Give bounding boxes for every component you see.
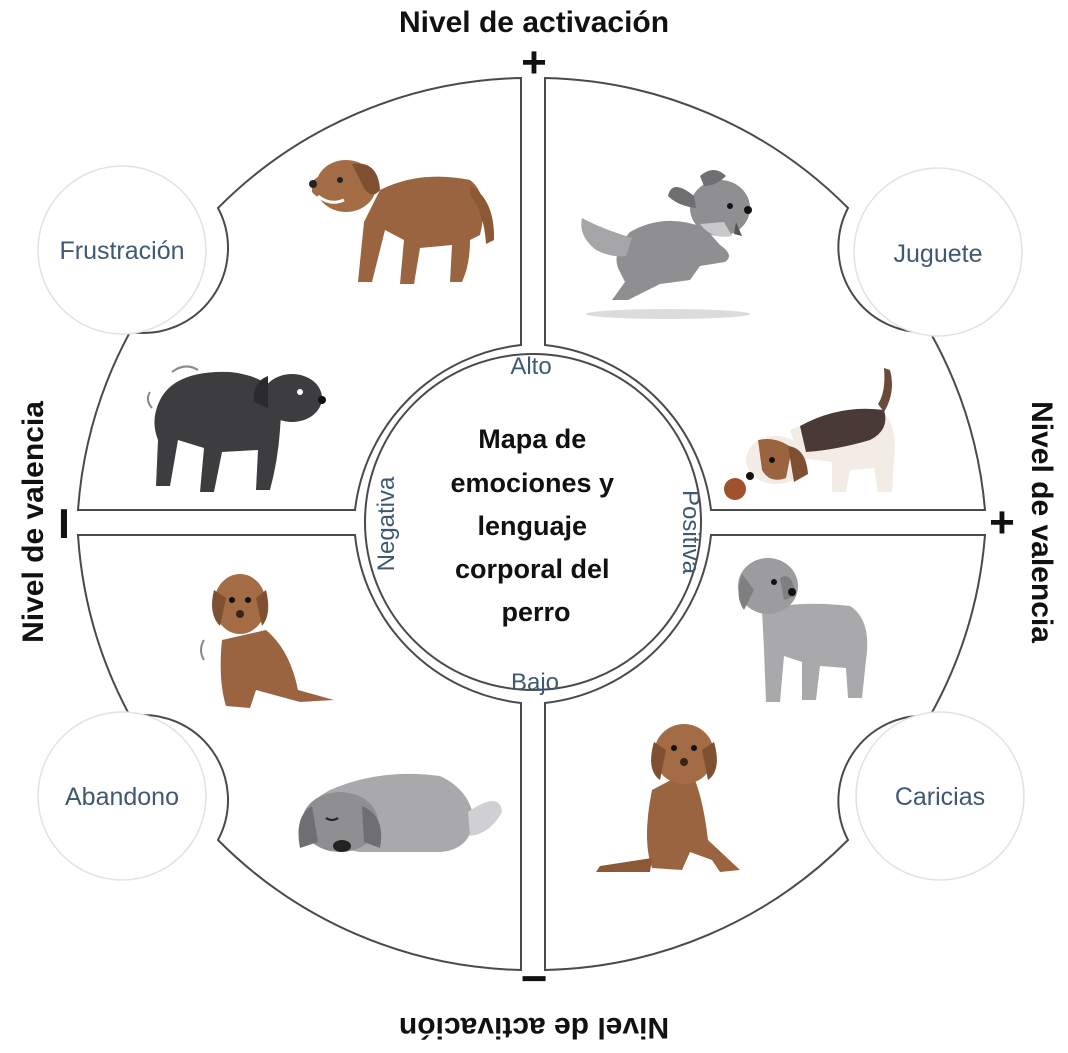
playing-dog-icon	[724, 368, 895, 500]
sitting-dog-icon	[596, 724, 740, 872]
center-title: Mapa de emociones y lenguaje corporal de…	[450, 424, 621, 627]
activation-axis-title-bottom: Nivel de activación	[399, 1011, 669, 1044]
valence-minus-sign: I	[58, 500, 70, 547]
center-circle	[364, 353, 702, 691]
pole-label-low: Bajo	[511, 669, 559, 696]
angry-dog-icon	[309, 160, 495, 284]
emotion-circle-bottom-left	[37, 711, 207, 881]
shaking-puppy-icon	[200, 574, 334, 708]
emotion-label-bottom-left: Abandono	[65, 783, 179, 811]
center-title-line: corporal del	[455, 554, 610, 584]
quadrant-bottom-left	[76, 534, 522, 972]
emotion-label-top-right: Juguete	[894, 240, 983, 268]
valence-plus-sign: +	[989, 498, 1015, 547]
center-title-line: perro	[501, 597, 570, 627]
valence-axis-title-left: Nivel de valencia	[17, 401, 50, 643]
lying-dog-icon	[298, 773, 502, 852]
pole-label-high: Alto	[510, 353, 551, 380]
center-title-line: emociones y	[450, 468, 614, 498]
emotion-label-bottom-right: Caricias	[895, 783, 985, 811]
activation-axis-title-top: Nivel de activación	[399, 6, 669, 39]
activation-minus-sign: −	[521, 952, 548, 1004]
emotion-circle-top-left	[37, 165, 207, 335]
running-dog-icon	[581, 170, 752, 319]
emotion-label-top-left: Frustración	[59, 237, 184, 265]
center-title-line: Mapa de	[478, 424, 586, 454]
valence-axis-title-right: Nivel de valencia	[1025, 401, 1058, 643]
emotion-circle-bottom-right	[855, 711, 1025, 881]
pole-label-negative: Negativa	[373, 476, 400, 571]
emotion-circle-top-right	[853, 167, 1023, 337]
standing-dog-icon	[738, 558, 868, 702]
nervous-dog-icon	[146, 365, 326, 492]
pole-label-positive: Positiva	[677, 490, 704, 575]
center-title-line: lenguaje	[477, 511, 587, 541]
activation-plus-sign: +	[521, 38, 547, 87]
